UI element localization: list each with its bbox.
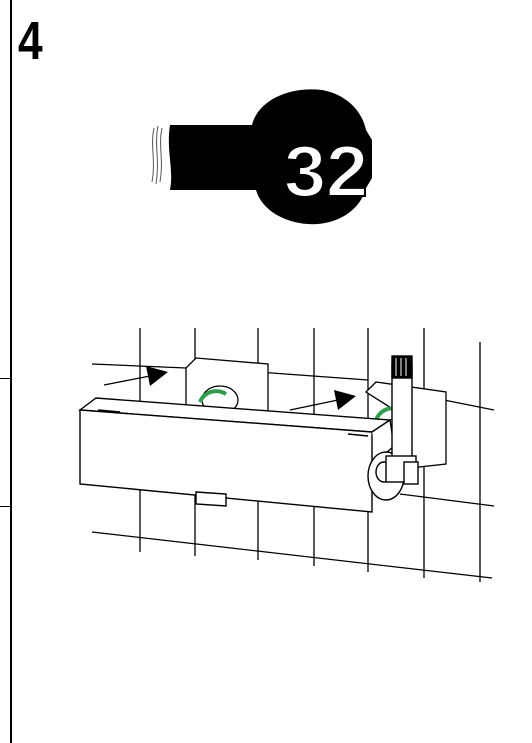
margin-tick	[0, 506, 10, 507]
mixer-body	[78, 397, 405, 513]
wrench-size-label: 32	[284, 132, 368, 212]
mixer-handle	[385, 355, 419, 485]
margin-tick	[0, 378, 10, 379]
wrench-icon: 32	[151, 89, 372, 225]
page-margin-rule	[10, 0, 12, 743]
step-number: 4	[18, 11, 43, 71]
direction-arrow	[103, 366, 356, 411]
